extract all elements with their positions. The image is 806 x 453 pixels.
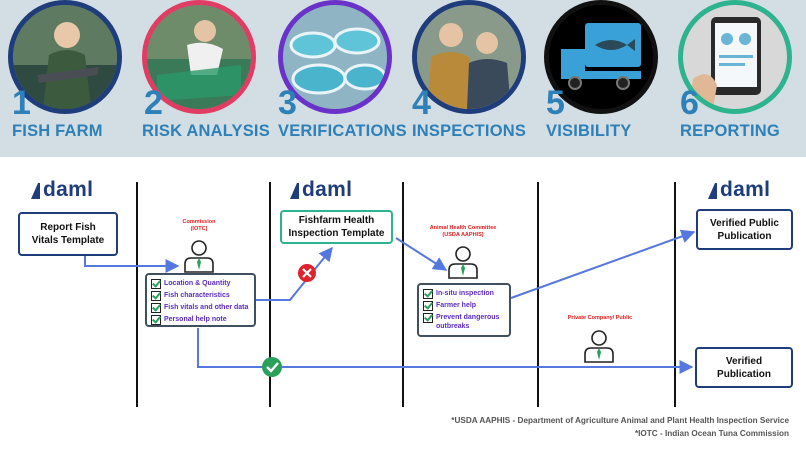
checklist-item: Location & Quantity [151,279,250,289]
verified-public-publication: Verified Public Publication [696,209,793,250]
fish-farm-photo [8,0,122,114]
step-verifications: 3 VERIFICATIONS [268,0,407,157]
checkbox-icon [151,291,161,301]
commission-person-icon [184,240,214,273]
daml-logo-mark-3 [708,183,717,199]
step-label: INSPECTIONS [412,122,527,140]
daml-logo-text: daml [720,178,771,201]
step-visibility: 5 VISIBILITY [536,0,670,157]
step-number: 5 [546,84,565,122]
fishfarm-health-inspection-template: Fishfarm Health Inspection Template [280,210,393,244]
daml-logo-mark-1 [31,183,40,199]
daml-logo-mark-2 [290,183,299,199]
process-steps-banner [0,0,806,157]
step-label: FISH FARM [12,122,103,140]
animal-health-role-label: Animal Health Committee (USDA AAPHIS) [429,225,497,238]
net-repair-photo [142,0,256,114]
animal-health-person-icon [448,246,478,279]
step-risk-analysis: 2 RISK ANALYSIS [134,0,270,157]
checkbox-icon [151,315,161,325]
footnote-iotc: *IOTC - Indian Ocean Tuna Commission [634,429,789,438]
footnote-usda: *USDA AAPHIS - Department of Agriculture… [451,416,789,425]
fish-tanks-photo [278,0,392,114]
step-number: 3 [278,84,297,122]
checklist-item: Fish vitals and other data [151,303,250,313]
commission-role-label: Commission (IOTC) [182,219,216,232]
step-inspections: 4 INSPECTIONS [402,0,536,157]
daml-logo: daml [720,178,770,202]
step-fish-farm: 1 FISH FARM [0,0,134,157]
daml-logo-text: daml [302,178,353,201]
report-fish-vitals-template: Report Fish Vitals Template [18,212,118,256]
animal-health-checklist: In-situ inspection Farmer help Prevent d… [417,283,511,337]
reject-icon [298,264,316,282]
daml-logo: daml [302,178,352,202]
checklist-item: Prevent dangerous outbreaks [423,313,505,331]
approve-icon [262,357,282,377]
daml-logo: daml [43,178,93,202]
verified-publication: Verified Publication [695,347,793,388]
checklist-item: In-situ inspection [423,289,505,299]
step-number: 1 [12,84,31,122]
step-number: 6 [680,84,699,122]
daml-logo-text: daml [43,178,94,201]
arrow-health-to-animal [395,237,448,271]
step-label: RISK ANALYSIS [142,122,270,140]
truck-icon [544,0,658,114]
step-number: 2 [144,84,163,122]
checkbox-icon [151,279,161,289]
checkbox-icon [151,303,161,313]
inspectors-photo [412,0,526,114]
commission-checklist: Location & Quantity Fish characteristics… [145,273,256,327]
tablet-photo [678,0,792,114]
arrow-report-to-commission [84,256,180,273]
arrow-commission-to-verified [197,328,694,374]
private-company-role-label: Private Company/ Public [567,315,633,321]
step-label: REPORTING [680,122,780,140]
arrow-animal-to-public [510,229,696,299]
checklist-item: Fish characteristics [151,291,250,301]
step-label: VISIBILITY [546,122,632,140]
checklist-item: Farmer help [423,301,505,311]
step-reporting: 6 REPORTING [670,0,804,157]
checkbox-icon [423,313,433,323]
arrow-commission-to-health [255,246,333,301]
step-label: VERIFICATIONS [278,122,407,140]
step-number: 4 [412,84,431,122]
checklist-item: Personal help note [151,315,250,325]
private-person-icon [584,330,614,363]
checkbox-icon [423,301,433,311]
checkbox-icon [423,289,433,299]
